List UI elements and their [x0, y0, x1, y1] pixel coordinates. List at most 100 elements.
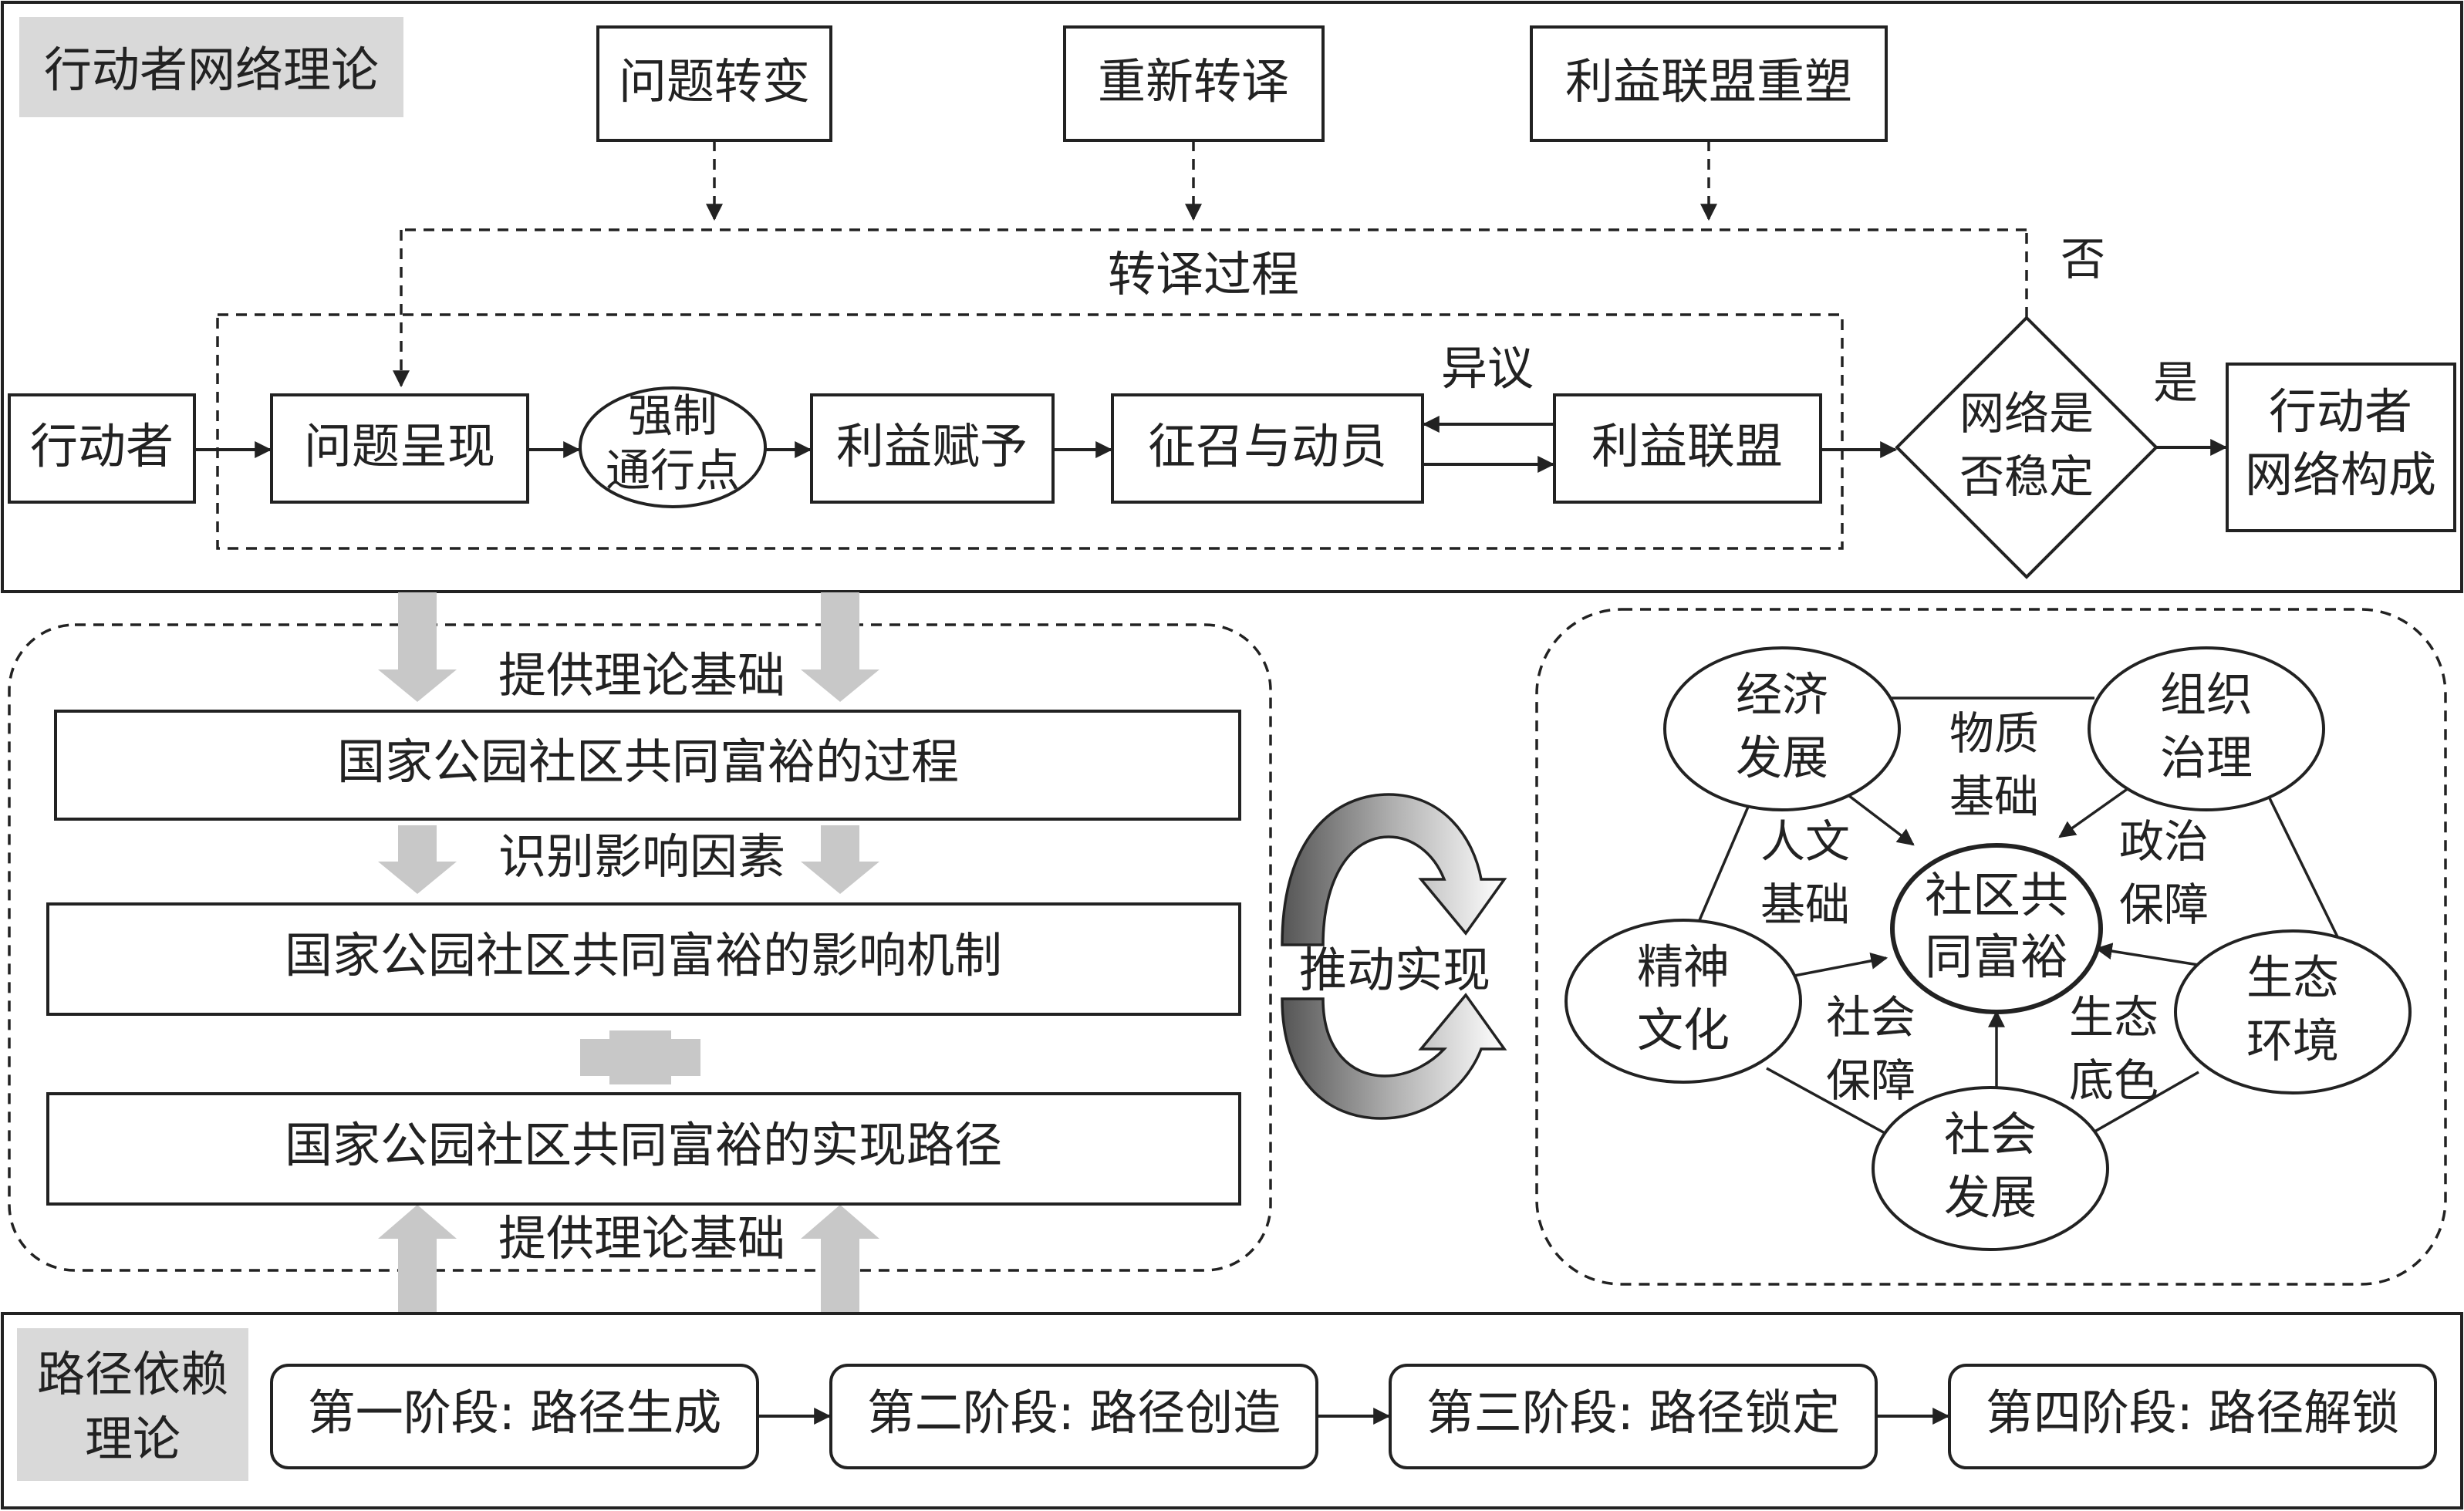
stability-diamond: [1895, 315, 2159, 579]
ecology-line2: 环境: [2246, 1015, 2339, 1069]
identify-factors-label: 识别影响因素: [498, 828, 785, 885]
gray-arrow-top-left: [378, 592, 457, 702]
decision-line1: 网络是: [1959, 387, 2094, 440]
no-label: 否: [2061, 233, 2105, 285]
spirit-line2: 文化: [1637, 1004, 1730, 1058]
center-line1: 社区共: [1925, 867, 2068, 923]
translation-process-frame: [216, 313, 1844, 550]
translation-process-label: 转译过程: [1108, 246, 1299, 302]
humanities-line1: 人文: [1760, 815, 1850, 868]
realization-path-text: 国家公园社区共同富裕的实现路径: [285, 1117, 1002, 1173]
feedback-connectors: [393, 140, 2028, 388]
path-dependence-label-bg: [17, 1328, 248, 1481]
center-ellipse: [1890, 843, 2103, 1014]
middle-left-section: 提供理论基础 国家公园社区共同富裕的过程 识别影响因素 国家公园社区共同富裕的影…: [8, 592, 1272, 1314]
enrolment-box: [1111, 393, 1424, 504]
middle-left-frame: [8, 623, 1272, 1272]
gray-arrow-bottom-right: [801, 1205, 879, 1314]
retranslate-text: 重新转译: [1098, 53, 1289, 110]
path-dependence-line2: 理论: [85, 1411, 181, 1467]
ecology-line1: 生态: [2246, 952, 2339, 1006]
spirit-line1: 精神: [1637, 941, 1730, 995]
organization-line2: 治理: [2160, 732, 2253, 786]
actor-box: [8, 393, 196, 504]
actor-text: 行动者: [30, 418, 174, 474]
promote-cycle: 推动实现: [1281, 793, 1507, 1120]
edge-spirit-economy: [1696, 790, 1757, 926]
social-line1: 社会: [1944, 1108, 2037, 1162]
stage1-text: 第一阶段: 路径生成: [308, 1385, 722, 1441]
stage2-text: 第二阶段: 路径创造: [867, 1385, 1281, 1441]
network-line1: 行动者: [2269, 383, 2412, 440]
organization-ellipse: [2088, 646, 2325, 811]
right-section: 社区共 同富裕 经济 发展 组织 治理 生态 环境 社会 发展 精神 文化 物质…: [1535, 608, 2447, 1286]
objection-label: 异议: [1441, 342, 1534, 396]
gray-arrow-mid-left: [378, 825, 457, 894]
ant-section: 行动者网络理论 问题转变 重新转译 利益联盟重塑 否 转译过程 行动者 问题呈现…: [1, 1, 2463, 593]
path-dependence-frame: [1, 1312, 2463, 1509]
process-box: [54, 710, 1241, 821]
material-line1: 物质: [1949, 707, 2039, 760]
material-line2: 基础: [1949, 771, 2039, 823]
network-line2: 网络构成: [2245, 447, 2436, 503]
gray-arrows: [378, 592, 879, 1314]
economy-line2: 发展: [1736, 732, 1828, 786]
realization-path-box: [46, 1092, 1241, 1206]
decision-line2: 否稳定: [1959, 450, 2094, 503]
ant-section-label: 行动者网络理论: [44, 42, 379, 98]
opp-line1: 强制: [628, 390, 717, 442]
cycle-arrow-top: [1281, 793, 1507, 946]
socialsec-line2: 保障: [1826, 1054, 1916, 1107]
economy-ellipse: [1663, 646, 1901, 811]
reshape-alliance-text: 利益联盟重塑: [1565, 53, 1852, 110]
social-line2: 发展: [1944, 1172, 2037, 1226]
political-line1: 政治: [2119, 815, 2209, 868]
yes-label: 是: [2153, 356, 2198, 409]
interessement-box: [810, 393, 1055, 504]
mechanism-text: 国家公园社区共同富裕的影响机制: [285, 927, 1002, 983]
theory-basis-top: 提供理论基础: [498, 647, 785, 703]
stage3-text: 第三阶段: 路径锁定: [1426, 1385, 1841, 1441]
reshape-alliance-box: [1530, 25, 1888, 142]
socialsec-line1: 社会: [1826, 991, 1916, 1044]
problem-shift-box: [596, 25, 832, 142]
interest-alliance-text: 利益联盟: [1591, 418, 1783, 474]
ecobase-line1: 生态: [2069, 991, 2159, 1044]
ant-label-bg: [19, 17, 403, 117]
right-frame: [1535, 608, 2447, 1286]
gray-arrow-top-right: [801, 592, 879, 702]
economy-line1: 经济: [1736, 669, 1828, 723]
gray-arrow-bottom-left: [378, 1205, 457, 1314]
edge-social-spirit: [1766, 1067, 1887, 1135]
mechanism-box: [46, 902, 1241, 1016]
process-text: 国家公园社区共同富裕的过程: [337, 734, 959, 790]
center-line2: 同富裕: [1925, 929, 2068, 985]
promote-label: 推动实现: [1299, 942, 1490, 998]
stage4-text: 第四阶段: 路径解锁: [1986, 1385, 2400, 1441]
path-dependence-line1: 路径依赖: [37, 1346, 228, 1402]
ecobase-line2: 底色: [2069, 1054, 2159, 1107]
organization-line1: 组织: [2160, 669, 2253, 723]
political-line2: 保障: [2119, 879, 2209, 931]
gray-arrow-mid-right: [801, 825, 879, 894]
problematization-text: 问题呈现: [304, 418, 495, 474]
plus-horizontal: [580, 1039, 700, 1076]
network-box: [2226, 363, 2456, 532]
problem-shift-text: 问题转变: [619, 53, 810, 110]
theory-basis-bottom: 提供理论基础: [498, 1210, 785, 1266]
ecology-ellipse: [2174, 929, 2412, 1094]
spirit-ellipse: [1564, 919, 1802, 1084]
ant-frame: [1, 1, 2463, 593]
retranslate-box: [1063, 25, 1325, 142]
problematization-box: [270, 393, 529, 504]
humanities-line2: 基础: [1760, 879, 1850, 931]
cycle-arrow-bottom: [1281, 993, 1507, 1120]
enrolment-text: 征召与动员: [1148, 418, 1387, 474]
flow-arrows: [194, 416, 2228, 473]
edge-ecology-social: [2090, 1071, 2199, 1135]
plus-sign: [580, 1030, 700, 1084]
social-ellipse: [1872, 1086, 2109, 1251]
path-dependence-section: 路径依赖 理论 第一阶段: 路径生成 第二阶段: 路径创造 第三阶段: 路径锁定…: [1, 1312, 2463, 1509]
opp-line2: 通行点: [606, 444, 740, 497]
